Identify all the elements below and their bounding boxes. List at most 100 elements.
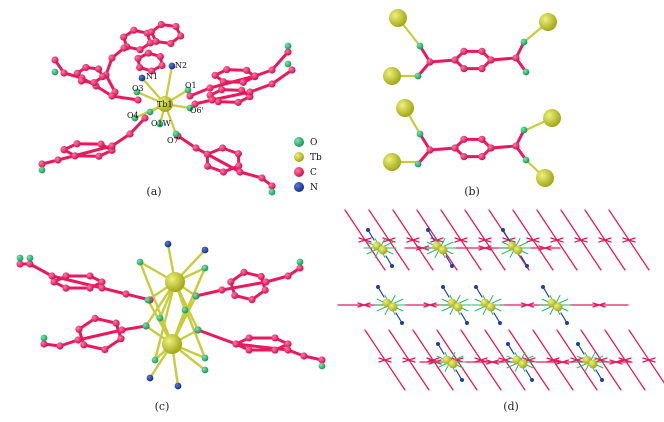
atom-n	[501, 228, 505, 232]
atom-o	[184, 86, 192, 94]
c-c-bond	[194, 288, 224, 298]
atom-c	[203, 150, 211, 158]
atom-label-o1w: O1W	[151, 119, 172, 128]
atom-c	[235, 162, 243, 170]
atom-c	[60, 69, 68, 77]
atom-c	[62, 272, 70, 280]
atom-c	[40, 340, 48, 348]
linker-ring	[526, 237, 540, 243]
atom-c	[120, 33, 128, 41]
atom-c	[108, 54, 116, 62]
linker-ring	[609, 359, 623, 365]
atom-c	[91, 314, 99, 322]
atom-c	[512, 54, 520, 62]
atom-c	[318, 356, 326, 364]
atom-c	[60, 146, 68, 154]
atom-c	[97, 140, 105, 148]
c-c-bond	[56, 144, 114, 162]
atom-c	[136, 63, 144, 72]
linker-ring	[642, 357, 656, 363]
atom-label-n2: N2	[175, 61, 187, 70]
atom-n	[201, 246, 209, 254]
linker-ring	[382, 237, 396, 243]
atom-c	[191, 100, 199, 108]
atom-n	[498, 321, 502, 325]
atom-c	[268, 80, 276, 88]
atom-o	[194, 326, 202, 334]
linker-ring	[520, 302, 535, 308]
atom-n	[576, 342, 580, 346]
atom-o	[284, 60, 292, 68]
atom-c	[284, 48, 292, 56]
atom-tb	[162, 334, 182, 354]
panel-c: (c)	[16, 240, 326, 413]
atom-n	[600, 378, 604, 382]
atom-c	[148, 67, 156, 75]
atom-c	[218, 86, 226, 94]
atom-o	[416, 42, 424, 50]
linker-ring	[426, 357, 440, 363]
atom-c	[284, 272, 292, 280]
atom-c	[234, 98, 242, 106]
c-c-bond	[270, 68, 294, 86]
atom-c	[238, 86, 246, 94]
atom-c	[211, 71, 219, 79]
atom-tb	[539, 13, 557, 31]
atom-tb	[388, 302, 398, 312]
panel-c-atoms	[16, 240, 326, 390]
atom-c	[144, 49, 152, 57]
c-c-bond	[270, 50, 290, 72]
atom-c	[98, 284, 106, 292]
atom-tb	[438, 245, 448, 255]
c-c-bond	[264, 274, 290, 284]
c-c-bond	[76, 328, 124, 342]
atom-c	[141, 114, 149, 122]
atom-o	[156, 120, 164, 128]
linker-ring	[574, 237, 588, 243]
legend-o-swatch	[294, 137, 304, 147]
c-c-bond	[489, 144, 518, 150]
atom-c	[478, 47, 486, 55]
atom-c	[118, 326, 126, 334]
atom-tb	[165, 272, 185, 292]
atom-o	[146, 108, 154, 116]
atom-c	[245, 346, 253, 354]
tb-coordination-bond	[153, 280, 177, 362]
atom-tb	[453, 302, 463, 312]
atom-c	[451, 56, 459, 64]
atom-label-o7: O7'	[167, 136, 181, 145]
atom-tb	[536, 169, 554, 187]
legend-c-swatch	[294, 167, 304, 177]
atom-o	[16, 254, 24, 262]
atom-c	[38, 160, 46, 168]
c-c-bond	[100, 286, 128, 296]
atom-c	[98, 278, 106, 286]
atom-o	[520, 38, 528, 46]
atom-c	[227, 278, 235, 286]
panel-b-caption: (b)	[464, 185, 480, 198]
atom-c	[261, 286, 269, 294]
atom-c	[73, 140, 81, 148]
c-c-bond	[234, 342, 290, 352]
atom-o	[522, 156, 530, 164]
atom-o	[201, 366, 209, 374]
atom-n	[565, 321, 569, 325]
panel-b-atoms	[383, 9, 561, 187]
atom-n	[146, 374, 154, 382]
atom-c	[451, 144, 459, 152]
atom-o	[38, 166, 46, 174]
atom-c	[172, 22, 180, 31]
atom-tb	[396, 99, 414, 117]
atom-o	[284, 42, 292, 50]
linker-ring	[594, 357, 608, 363]
atom-o	[520, 126, 528, 134]
linker-ring	[570, 357, 584, 363]
atom-n	[474, 285, 478, 289]
atom-c	[296, 264, 304, 272]
atom-tb	[157, 96, 173, 112]
atom-c	[147, 28, 155, 36]
atom-o	[186, 104, 194, 112]
atom-n	[450, 264, 454, 268]
atom-o	[131, 114, 139, 122]
atom-n	[541, 285, 545, 289]
